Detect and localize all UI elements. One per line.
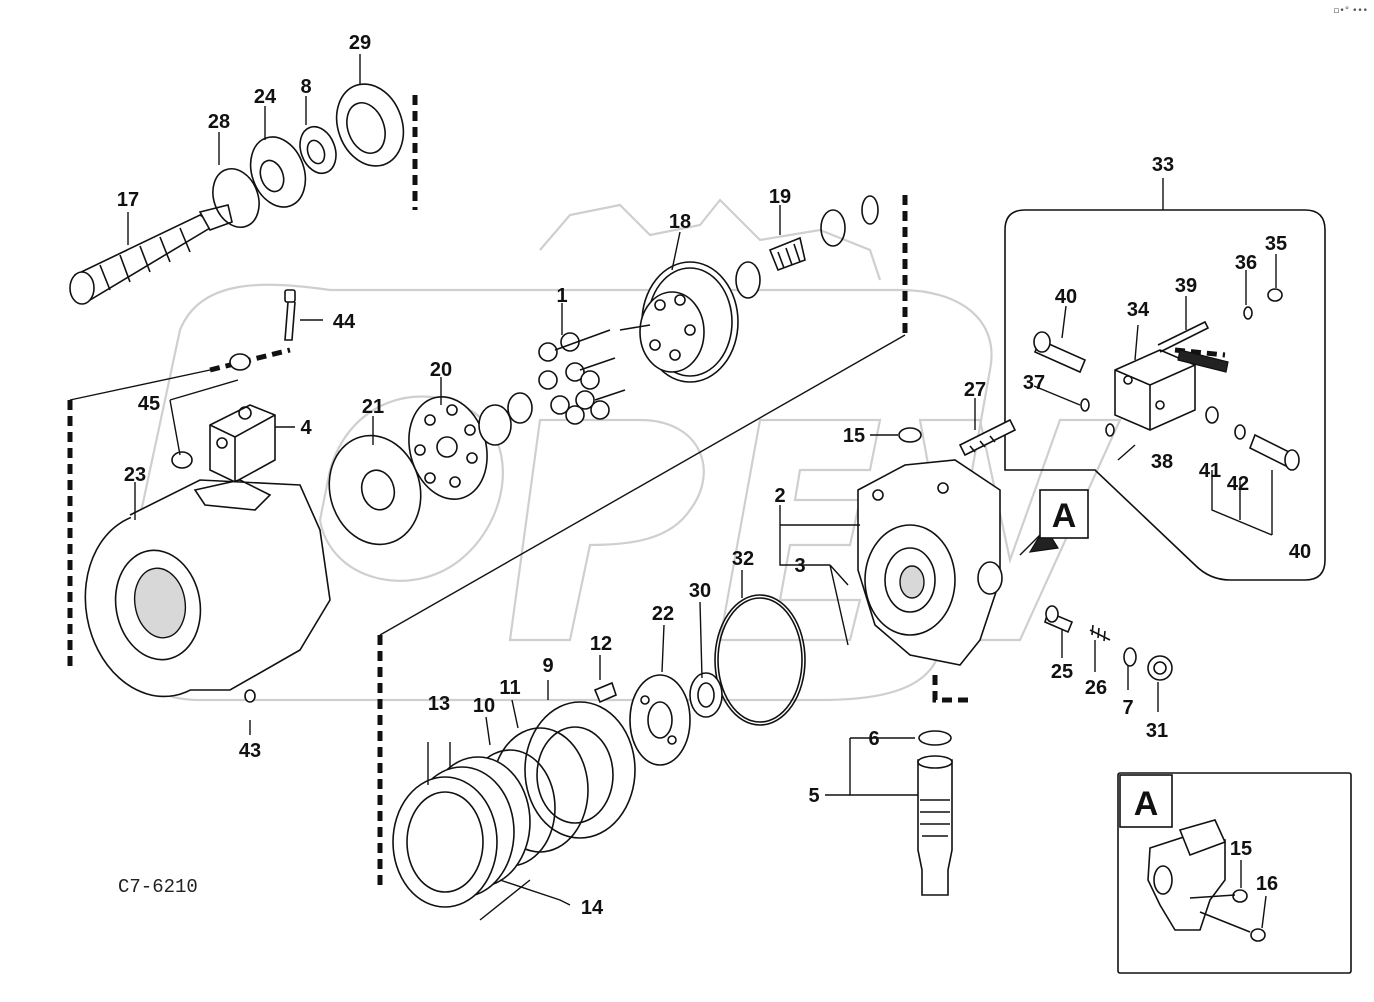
callout-36: 36 xyxy=(1235,252,1257,274)
callout-29: 29 xyxy=(349,32,371,54)
part-19-spring xyxy=(735,195,879,299)
callout-15: 15 xyxy=(843,425,865,447)
part-23-motor-housing xyxy=(84,479,331,703)
part-25-plunger xyxy=(1044,605,1074,634)
callout-22: 22 xyxy=(652,603,674,625)
small-o-rings xyxy=(1080,306,1253,440)
callout-41: 41 xyxy=(1199,460,1221,482)
drawing-code: C7-6210 xyxy=(118,876,198,898)
callout-45: 45 xyxy=(138,393,160,415)
part-9-brake-piston xyxy=(524,701,636,839)
part-29-bearing xyxy=(335,83,405,167)
callout-7: 7 xyxy=(1122,697,1133,719)
callout-30: 30 xyxy=(689,580,711,602)
part-2-rear-cover xyxy=(857,459,1003,666)
part-12-spring xyxy=(593,681,617,704)
callout-40-bottom: 40 xyxy=(1289,541,1311,563)
callout-28: 28 xyxy=(208,111,230,133)
inset-labels: A 15 16 xyxy=(1134,785,1278,929)
callout-23: 23 xyxy=(124,464,146,486)
part-4-valve-block xyxy=(209,404,276,483)
callout-26: 26 xyxy=(1085,677,1107,699)
callout-13: 13 xyxy=(428,693,450,715)
part-40-cartridge-left xyxy=(1033,331,1087,374)
callout-8: 8 xyxy=(300,76,311,98)
callout-43: 43 xyxy=(239,740,261,762)
part-30-bearing xyxy=(689,672,723,718)
callout-19: 19 xyxy=(769,186,791,208)
callout-25: 25 xyxy=(1051,661,1073,683)
part-31-plug xyxy=(1147,655,1173,681)
inset-view-label: A xyxy=(1134,785,1159,823)
view-a-marker: A xyxy=(1039,489,1089,539)
callout-27: 27 xyxy=(964,379,986,401)
callout-37: 37 xyxy=(1023,372,1045,394)
part-28-snap-ring xyxy=(212,168,260,228)
callout-32: 32 xyxy=(732,548,754,570)
callout-24: 24 xyxy=(254,86,277,108)
leader-lines xyxy=(127,54,1277,921)
part-15-plug xyxy=(898,427,922,443)
part-45-plug xyxy=(171,353,251,469)
callout-34: 34 xyxy=(1127,299,1150,321)
part-44-bolt xyxy=(284,289,296,341)
callout-6: 6 xyxy=(868,728,879,750)
callout-35: 35 xyxy=(1265,233,1287,255)
callout-2: 2 xyxy=(774,485,785,507)
corner-mark: ▫•° ••• xyxy=(1333,6,1368,16)
callout-44: 44 xyxy=(333,311,356,333)
callout-42: 42 xyxy=(1227,473,1249,495)
view-a-marker-letter: A xyxy=(1052,497,1077,535)
part-40-cartridge-right xyxy=(1248,433,1300,471)
callout-21: 21 xyxy=(362,396,384,418)
callout-31: 31 xyxy=(1146,720,1168,742)
callout-18: 18 xyxy=(669,211,691,233)
callout-17: 17 xyxy=(117,189,139,211)
callout-11: 11 xyxy=(499,677,520,699)
part-34-valve-body xyxy=(1114,349,1196,431)
callout-9: 9 xyxy=(542,655,553,677)
callout-14: 14 xyxy=(581,897,604,919)
part-17-shaft xyxy=(69,204,233,305)
part-7-o-ring xyxy=(1123,647,1137,667)
inset-view-a xyxy=(1117,772,1352,974)
part-21-thrust-plate xyxy=(328,434,422,546)
callout-12: 12 xyxy=(590,633,612,655)
callout-1: 1 xyxy=(556,285,567,307)
callout-33: 33 xyxy=(1152,154,1174,176)
part-35-plug xyxy=(1267,288,1283,302)
callout-39: 39 xyxy=(1175,275,1197,297)
group-33-valve-kit xyxy=(1004,209,1326,581)
callout-4: 4 xyxy=(300,417,312,439)
callout-38: 38 xyxy=(1151,451,1173,473)
part-6-o-ring xyxy=(918,730,952,746)
callout-10: 10 xyxy=(473,695,495,717)
inset-callout-15: 15 xyxy=(1230,838,1252,860)
callout-20: 20 xyxy=(430,359,452,381)
callout-40-top: 40 xyxy=(1055,286,1077,308)
part-22-plate xyxy=(629,674,691,766)
callout-3: 3 xyxy=(794,555,805,577)
part-14-friction-discs xyxy=(392,756,531,908)
part-39-bolt xyxy=(1157,320,1210,353)
callout-labels: 1 2 3 4 5 6 7 8 9 10 11 12 13 14 15 17 1… xyxy=(117,32,1311,919)
part-26-spring xyxy=(1089,624,1111,642)
part-32-o-ring xyxy=(714,594,806,726)
part-5-shaft xyxy=(917,755,953,896)
inset-callout-16: 16 xyxy=(1256,873,1278,895)
callout-5: 5 xyxy=(808,785,819,807)
part-27-bolt xyxy=(958,418,1017,457)
part-18-cylinder-block xyxy=(619,261,739,383)
part-1-piston-set xyxy=(478,329,626,446)
part-8-ring xyxy=(299,125,337,175)
